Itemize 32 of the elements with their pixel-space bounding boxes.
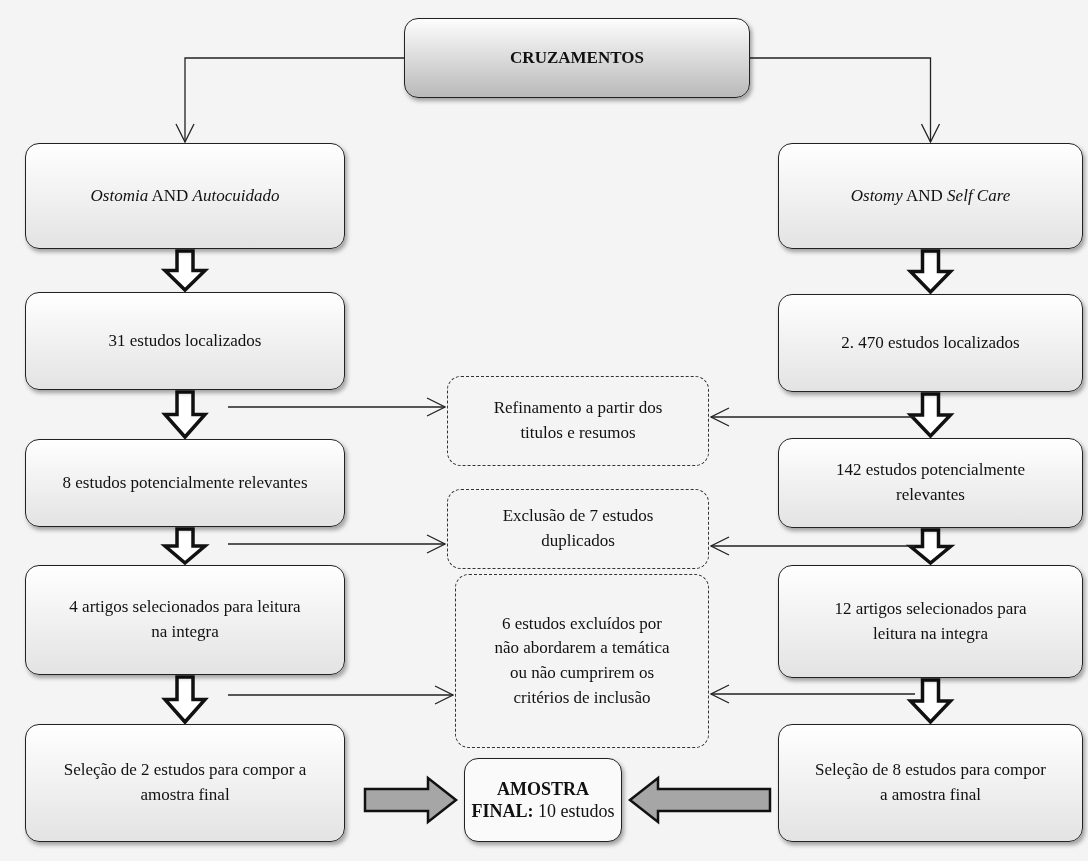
block-arrow — [161, 675, 209, 725]
block-arrow — [906, 392, 955, 439]
process-box: Seleção de 8 estudos para compor a amostra final — [778, 724, 1083, 842]
note-box: Exclusão de 7 estudos duplicados — [447, 489, 709, 569]
process-box: 2. 470 estudos localizados — [778, 294, 1083, 392]
arrow — [710, 407, 916, 427]
process-box: 12 artigos selecionados para leitura na integra — [778, 565, 1083, 678]
block-arrow — [363, 775, 459, 825]
block-arrow — [627, 775, 772, 825]
process-box: 31 estudos localizados — [25, 292, 345, 390]
arrow — [749, 57, 941, 143]
block-arrow — [906, 249, 955, 295]
block-arrow — [906, 678, 955, 725]
process-box: 8 estudos potencialmente relevantes — [25, 439, 345, 527]
note-box: Refinamento a partir dos titulos e resumos — [447, 376, 709, 466]
process-box: Seleção de 2 estudos para compor a amostra final — [25, 724, 345, 842]
process-box: Ostomy AND Self Care — [778, 143, 1083, 249]
arrow — [710, 536, 916, 556]
header-box: CRUZAMENTOS — [404, 18, 750, 98]
arrow — [710, 684, 916, 704]
block-arrow — [160, 527, 210, 566]
process-box: 142 estudos potencialmente relevantes — [778, 438, 1083, 528]
process-box: Ostomia AND Autocuidado — [25, 143, 345, 249]
arrow — [227, 685, 454, 705]
arrow — [227, 534, 446, 554]
result-box: AMOSTRA FINAL: 10 estudos — [464, 758, 622, 842]
arrow — [227, 397, 446, 417]
process-box: 4 artigos selecionados para leitura na integra — [25, 565, 345, 675]
arrow — [175, 57, 405, 143]
block-arrow — [160, 249, 210, 293]
note-box: 6 estudos excluídos por não abordarem a temática ou não cumprirem os critérios de inclusão — [455, 574, 709, 748]
block-arrow — [161, 390, 209, 440]
